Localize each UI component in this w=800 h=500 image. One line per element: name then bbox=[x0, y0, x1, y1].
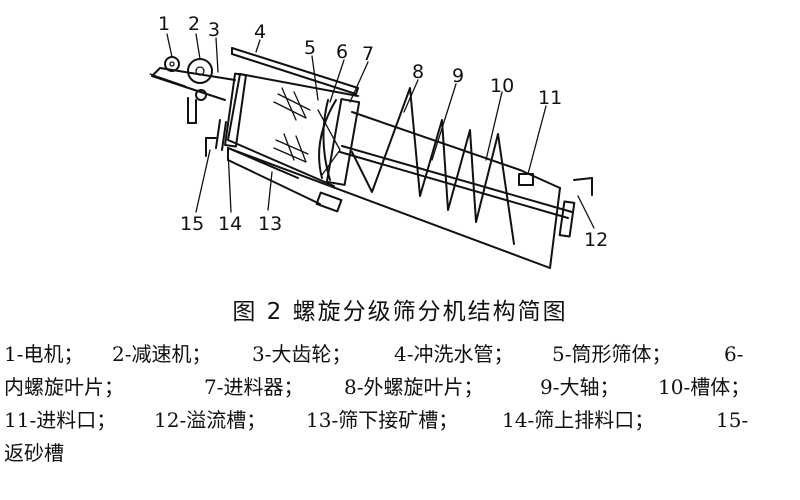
part-number-labels: 1 2 3 4 5 6 7 8 9 10 11 12 13 14 15 bbox=[158, 13, 608, 251]
part-number-8: 8 bbox=[412, 61, 424, 83]
feed-inlet bbox=[518, 173, 534, 186]
oversize-discharge bbox=[215, 119, 227, 151]
cylindrical-screen bbox=[227, 73, 359, 187]
legend-line-3: 11-进料口； 12-溢流槽； 13-筛下接矿槽； 14-筛上排料口； 15- bbox=[4, 404, 796, 437]
figure-caption: 图 2 螺旋分级筛分机结构简图 bbox=[232, 299, 568, 325]
spiral-classifier-diagram: 1 2 3 4 5 6 7 8 9 10 11 12 13 14 15 bbox=[149, 13, 608, 269]
leader-lines bbox=[166, 33, 595, 229]
legend-line-2: 内螺旋叶片； 7-进料器； 8-外螺旋叶片； 9-大轴； 10-槽体； bbox=[4, 371, 796, 404]
legend-item: 12-溢流槽； bbox=[154, 408, 267, 432]
part-number-12: 12 bbox=[584, 229, 608, 251]
legend-item: 10-槽体； bbox=[658, 375, 751, 399]
legend-item: 13-筛下接矿槽； bbox=[306, 408, 459, 432]
legend-item: 14-筛上排料口； bbox=[502, 408, 655, 432]
sand-return-trough bbox=[205, 137, 217, 157]
part-number-15: 15 bbox=[180, 213, 204, 235]
reducer bbox=[187, 58, 213, 84]
legend-item: 4-冲洗水管； bbox=[394, 342, 514, 366]
drive-frame bbox=[149, 67, 236, 124]
legend-item: 5-筒形筛体； bbox=[552, 342, 672, 366]
legend-item: 7-进料器； bbox=[204, 375, 304, 399]
legend-item: 15- bbox=[716, 408, 749, 432]
part-number-14: 14 bbox=[218, 213, 242, 235]
legend-item: 返砂槽 bbox=[4, 441, 64, 465]
part-number-1: 1 bbox=[158, 13, 170, 35]
part-number-9: 9 bbox=[452, 65, 464, 87]
trough-body bbox=[227, 111, 561, 269]
legend-item: 2-减速机； bbox=[112, 342, 212, 366]
part-number-3: 3 bbox=[208, 19, 220, 41]
outer-spiral-blade bbox=[351, 87, 515, 245]
part-number-10: 10 bbox=[490, 75, 514, 97]
part-number-6: 6 bbox=[336, 41, 348, 63]
part-number-11: 11 bbox=[538, 87, 562, 109]
main-shaft bbox=[339, 145, 573, 219]
legend-item: 3-大齿轮； bbox=[252, 342, 352, 366]
overflow-trough bbox=[558, 177, 593, 238]
legend-line-4: 返砂槽 bbox=[4, 437, 796, 470]
part-number-13: 13 bbox=[258, 213, 282, 235]
legend-item: 内螺旋叶片； bbox=[4, 375, 124, 399]
legend-item: 1-电机； bbox=[4, 342, 84, 366]
legend-item: 9-大轴； bbox=[540, 375, 620, 399]
part-number-2: 2 bbox=[188, 13, 200, 35]
legend-item: 8-外螺旋叶片； bbox=[344, 375, 484, 399]
part-number-5: 5 bbox=[304, 37, 316, 59]
legend-item: 6- bbox=[724, 342, 744, 366]
legend-line-1: 1-电机； 2-减速机； 3-大齿轮； 4-冲洗水管； 5-筒形筛体； 6- bbox=[4, 338, 796, 371]
figure-legend: 1-电机； 2-减速机； 3-大齿轮； 4-冲洗水管； 5-筒形筛体； 6- 内螺旋叶片；… bbox=[4, 338, 796, 470]
part-number-4: 4 bbox=[254, 21, 266, 43]
legend-item: 11-进料口； bbox=[4, 408, 117, 432]
part-number-7: 7 bbox=[362, 43, 374, 65]
